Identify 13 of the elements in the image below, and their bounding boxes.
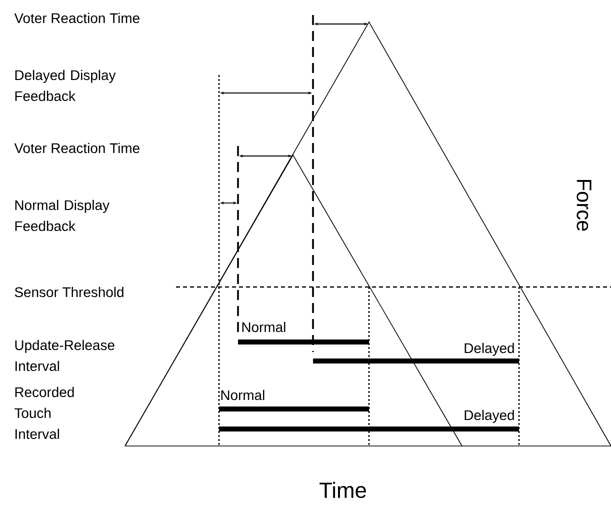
- row-label: Sensor Threshold: [14, 286, 124, 298]
- row-label: Voter Reaction Time: [14, 12, 140, 24]
- row-label: Recorded Touch Interval: [14, 386, 74, 439]
- axis-label: Time: [320, 482, 366, 498]
- bar-label: Delayed: [464, 410, 514, 423]
- bar-label: Normal: [221, 390, 264, 400]
- row-label: Update-Release Interval: [15, 340, 114, 372]
- bar-label: Normal: [242, 322, 286, 332]
- bar-label: Delayed: [464, 342, 514, 356]
- row-label: Voter Reaction Time: [14, 142, 140, 154]
- row-label: Delayed Display Feedback: [15, 70, 116, 102]
- axis-label: Force: [576, 180, 592, 231]
- row-label: Normal Display Feedback: [15, 200, 110, 232]
